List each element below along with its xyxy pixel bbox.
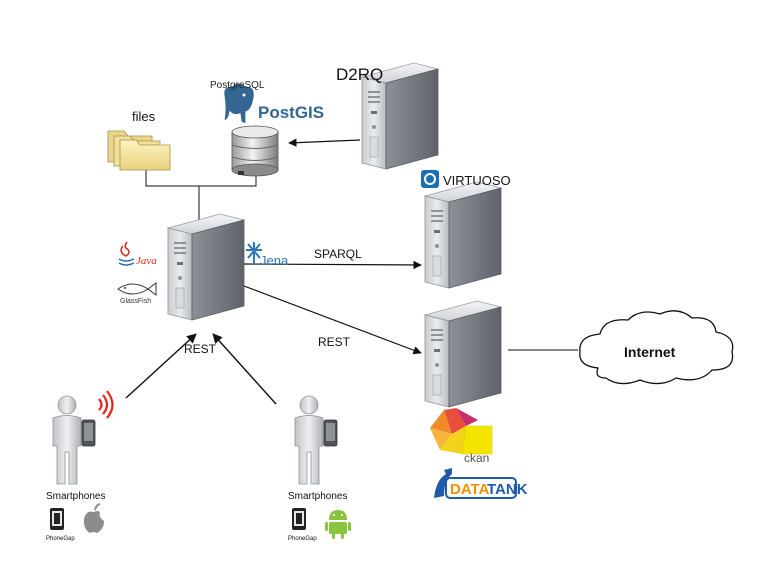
files-connector [145,168,257,187]
smartphones-label-right: Smartphones [288,491,347,502]
postgresql-label: PostgreSQL [210,80,265,91]
internet-label: Internet [624,344,676,360]
ckan-server [424,300,502,408]
app-server [167,213,245,321]
right-smartphone-user [294,395,338,485]
rest-arrow [243,285,422,355]
postgis-label: PostGIS [258,103,324,122]
files-label: files [132,109,156,124]
ckan-logo-icon [430,408,493,455]
virtuoso-server [424,181,502,289]
virtuoso-logo-icon [421,170,439,188]
rest-label-top: REST [318,335,351,349]
postgresql-elephant-icon [223,82,255,125]
java-icon [118,241,135,266]
database-icon [231,125,279,177]
datatank-logo-icon [434,468,517,499]
left-phone-rest-arrow [125,333,197,399]
cloud-icon [579,310,734,385]
datatank-data-label: DATA [450,481,490,498]
wifi-signal-icon [98,390,114,419]
phonegap-label-left: PhoneGap [46,536,75,542]
phonegap-label-right: PhoneGap [288,536,317,542]
apple-icon [83,503,104,533]
sparql-label: SPARQL [314,247,362,261]
d2rq-label: D2RQ [336,65,383,84]
java-label: Java [136,255,157,267]
virtuoso-label: VIRTUOSO [443,173,511,188]
glassfish-label: GlassFish [120,298,151,305]
android-icon [325,510,351,539]
jena-logo-icon [246,242,262,264]
jena-label: Jena [260,253,289,268]
right-phone-rest-arrow [212,333,277,405]
left-smartphone-user [52,395,96,485]
glassfish-icon [117,282,157,296]
rest-label-left: REST [184,342,217,356]
folder-icon [107,130,171,171]
d2rq-to-db-arrow [288,138,361,147]
sparql-arrow [243,260,422,270]
smartphones-label-left: Smartphones [46,491,105,502]
phonegap-phone-icon [50,508,64,530]
ckan-label: ckan [464,451,489,465]
phonegap-phone-icon-right [292,508,306,530]
datatank-tank-label: TANK [487,481,528,498]
